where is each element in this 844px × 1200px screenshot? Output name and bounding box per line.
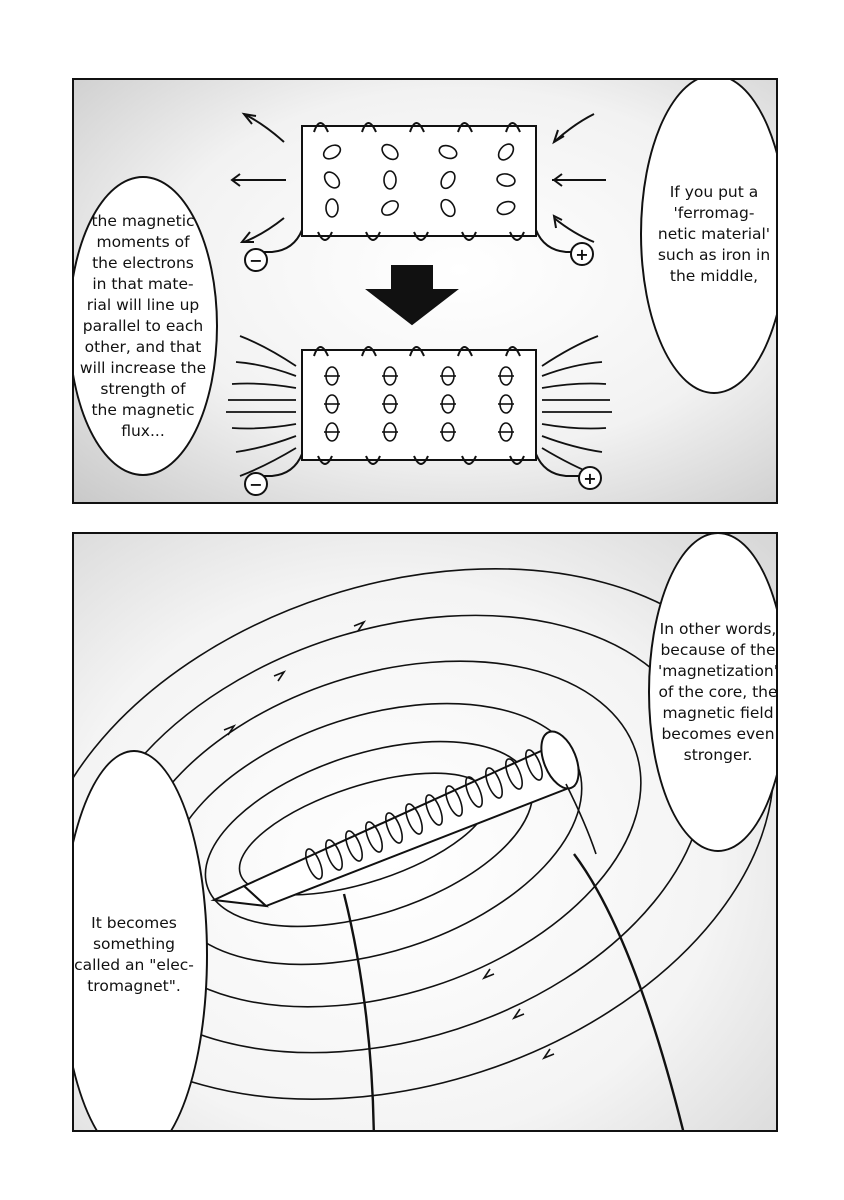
- upper-electron-spins: [322, 143, 516, 218]
- minus-terminal-label: −: [249, 475, 262, 494]
- electron-spin-icon: [440, 198, 456, 218]
- electron-spin-icon: [440, 170, 456, 190]
- electron-spin-icon: [325, 198, 339, 218]
- coil-windings: [305, 749, 597, 880]
- electron-spin-icon: [382, 422, 398, 442]
- lower-field-lines: [226, 335, 612, 477]
- speech-bubble-left-bottom: It becomes something called an "elec- tr…: [74, 750, 208, 1130]
- upper-lead-left: [258, 229, 303, 253]
- electron-spin-icon: [497, 143, 515, 161]
- lower-lead-right: [535, 453, 580, 477]
- coil-lead-wire: [565, 783, 597, 855]
- electron-spin-icon: [438, 144, 458, 160]
- electron-spin-icon: [498, 422, 514, 442]
- minus-terminal-icon: [244, 248, 268, 272]
- electron-spin-icon: [381, 143, 399, 161]
- panel-bottom-art: [74, 568, 775, 1130]
- electron-spin-icon: [440, 366, 456, 386]
- speech-text: In other words, because of the 'magnetiz…: [657, 619, 778, 764]
- upper-lead-right: [535, 229, 580, 253]
- equipotential-lines: [342, 853, 685, 1130]
- electron-spin-icon: [322, 144, 342, 160]
- lower-core-box: [301, 349, 537, 461]
- electron-spin-icon: [323, 171, 341, 189]
- speech-bubble-right-bottom: In other words, because of the 'magnetiz…: [648, 534, 778, 852]
- speech-text: It becomes something called an "elec- tr…: [74, 914, 194, 995]
- lower-electron-spins: [324, 366, 514, 442]
- speech-text: If you put a 'ferromag- netic material' …: [657, 182, 771, 285]
- plus-terminal-icon: [570, 242, 594, 266]
- plus-terminal-icon: [578, 466, 602, 490]
- upper-coil-loops: [313, 122, 525, 241]
- electron-spin-icon: [498, 366, 514, 386]
- panel-top-solenoid-comparison: − + − + the magnetic moments of the elec…: [72, 78, 778, 504]
- speech-bubble-left-top: the magnetic moments of the electrons in…: [74, 176, 218, 476]
- electron-spin-icon: [440, 422, 456, 442]
- electron-spin-icon: [496, 200, 516, 216]
- electron-spin-icon: [324, 394, 340, 414]
- minus-terminal-label: −: [249, 251, 262, 270]
- plus-terminal-label: +: [583, 469, 596, 488]
- electron-spin-icon: [383, 170, 397, 190]
- down-arrow-icon: [365, 265, 459, 326]
- electron-spin-icon: [498, 394, 514, 414]
- upper-core-box: [301, 125, 537, 237]
- electron-spin-icon: [440, 394, 456, 414]
- speech-bubble-right-top: If you put a 'ferromag- netic material' …: [640, 80, 776, 394]
- electron-spin-icon: [381, 200, 399, 216]
- speech-text: the magnetic moments of the electrons in…: [79, 211, 207, 440]
- electron-spin-icon: [324, 422, 340, 442]
- electron-spin-icon: [496, 173, 516, 187]
- electron-spin-icon: [324, 366, 340, 386]
- panel-bottom-electromagnet: In other words, because of the 'magnetiz…: [72, 532, 778, 1132]
- electron-spin-icon: [382, 366, 398, 386]
- lower-coil-loops: [313, 346, 525, 465]
- electron-spin-icon: [382, 394, 398, 414]
- minus-terminal-icon: [244, 472, 268, 496]
- plus-terminal-label: +: [575, 245, 588, 264]
- upper-field-lines: [230, 112, 606, 243]
- iron-core-nail: [210, 730, 580, 908]
- panel-top-art: − + − +: [226, 112, 612, 496]
- lower-lead-left: [258, 453, 303, 477]
